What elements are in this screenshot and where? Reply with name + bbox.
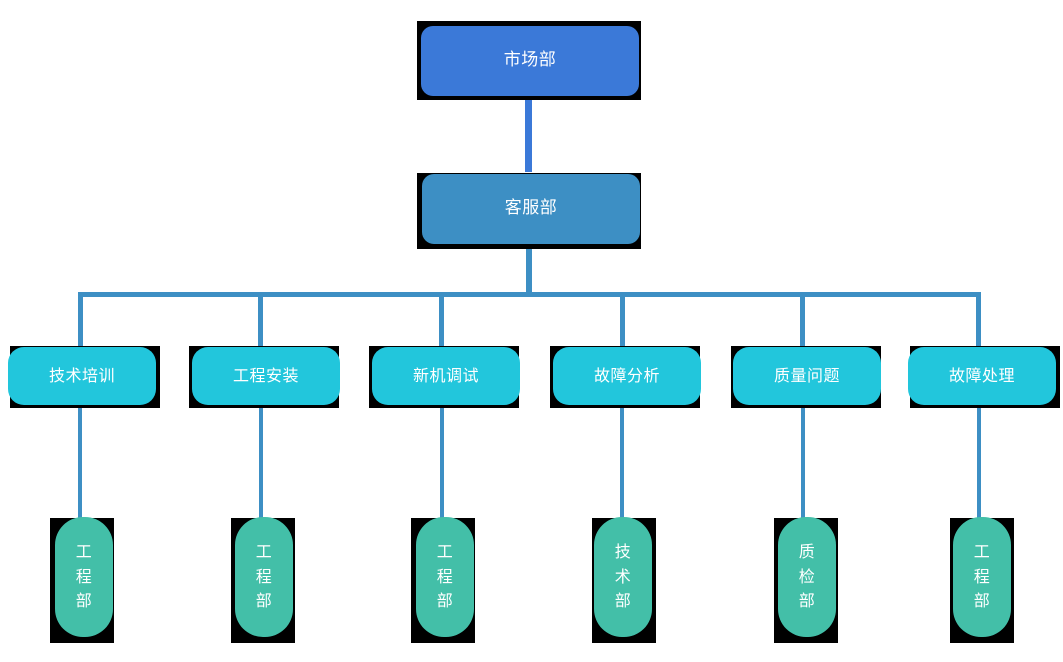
node-label-char: 部 <box>75 591 93 611</box>
node-label-char: 程 <box>436 566 454 586</box>
node-label-char: 质 <box>798 541 816 561</box>
node-level4-quality-inspection-dept[interactable]: 质 检 部 <box>778 517 836 637</box>
node-level2-customer-service-dept[interactable]: 客服部 <box>422 174 640 244</box>
node-level4-technical-dept[interactable]: 技 术 部 <box>594 517 652 637</box>
node-label-char: 技 <box>614 541 632 561</box>
connector-bus-to-l3-6 <box>976 292 981 347</box>
node-level3-technical-training[interactable]: 技术培训 <box>8 347 156 405</box>
node-level3-fault-analysis[interactable]: 故障分析 <box>553 347 701 405</box>
node-label-char: 部 <box>798 591 816 611</box>
connector-bus-to-l3-1 <box>78 292 83 347</box>
node-label-vertical: 工 程 部 <box>76 540 93 614</box>
node-label: 市场部 <box>503 50 557 71</box>
node-level3-fault-handling[interactable]: 故障处理 <box>908 347 1056 405</box>
node-label-char: 部 <box>973 591 991 611</box>
connector-bus-to-l3-2 <box>258 292 263 347</box>
node-label-vertical: 工 程 部 <box>974 540 991 614</box>
node-label-vertical: 技 术 部 <box>615 540 632 614</box>
connector-bus-to-l3-3 <box>439 292 444 347</box>
connector-l3-to-l4-4 <box>620 408 624 520</box>
node-level4-engineering-dept-2[interactable]: 工 程 部 <box>235 517 293 637</box>
connector-l3-to-l4-6 <box>977 408 981 520</box>
node-label: 质量问题 <box>773 365 840 385</box>
connector-l3-to-l4-2 <box>259 408 263 520</box>
node-label: 客服部 <box>504 198 558 219</box>
node-label-char: 术 <box>614 566 632 586</box>
node-level4-engineering-dept-4[interactable]: 工 程 部 <box>953 517 1011 637</box>
connector-bus-to-l3-4 <box>620 292 625 347</box>
node-label-char: 部 <box>614 591 632 611</box>
connector-l3-to-l4-3 <box>440 408 444 520</box>
connector-l1-to-l2 <box>525 99 532 172</box>
connector-horizontal-bus <box>78 292 981 297</box>
node-label-char: 工 <box>75 541 93 561</box>
node-label-vertical: 工 程 部 <box>256 540 273 614</box>
connector-bus-to-l3-5 <box>800 292 805 347</box>
node-label: 工程安装 <box>232 365 299 385</box>
node-label: 故障分析 <box>593 365 660 385</box>
node-level4-engineering-dept-1[interactable]: 工 程 部 <box>55 517 113 637</box>
node-level3-new-machine-commissioning[interactable]: 新机调试 <box>372 347 520 405</box>
node-label-char: 工 <box>255 541 273 561</box>
node-label-char: 工 <box>436 541 454 561</box>
node-level1-market-dept[interactable]: 市场部 <box>421 26 639 96</box>
node-level4-engineering-dept-3[interactable]: 工 程 部 <box>416 517 474 637</box>
node-label: 技术培训 <box>48 365 115 385</box>
node-label: 新机调试 <box>412 365 479 385</box>
node-label-char: 工 <box>973 541 991 561</box>
node-label-char: 程 <box>75 566 93 586</box>
node-label-char: 程 <box>973 566 991 586</box>
connector-l3-to-l4-5 <box>801 408 805 520</box>
connector-l3-to-l4-1 <box>78 408 82 520</box>
node-label-char: 部 <box>255 591 273 611</box>
node-label-char: 部 <box>436 591 454 611</box>
node-label-vertical: 质 检 部 <box>799 540 816 614</box>
node-label-vertical: 工 程 部 <box>437 540 454 614</box>
node-level3-engineering-installation[interactable]: 工程安装 <box>192 347 340 405</box>
node-level3-quality-issues[interactable]: 质量问题 <box>733 347 881 405</box>
connector-l2-to-bus <box>526 246 532 295</box>
node-label-char: 程 <box>255 566 273 586</box>
node-label-char: 检 <box>798 566 816 586</box>
node-label: 故障处理 <box>948 365 1015 385</box>
